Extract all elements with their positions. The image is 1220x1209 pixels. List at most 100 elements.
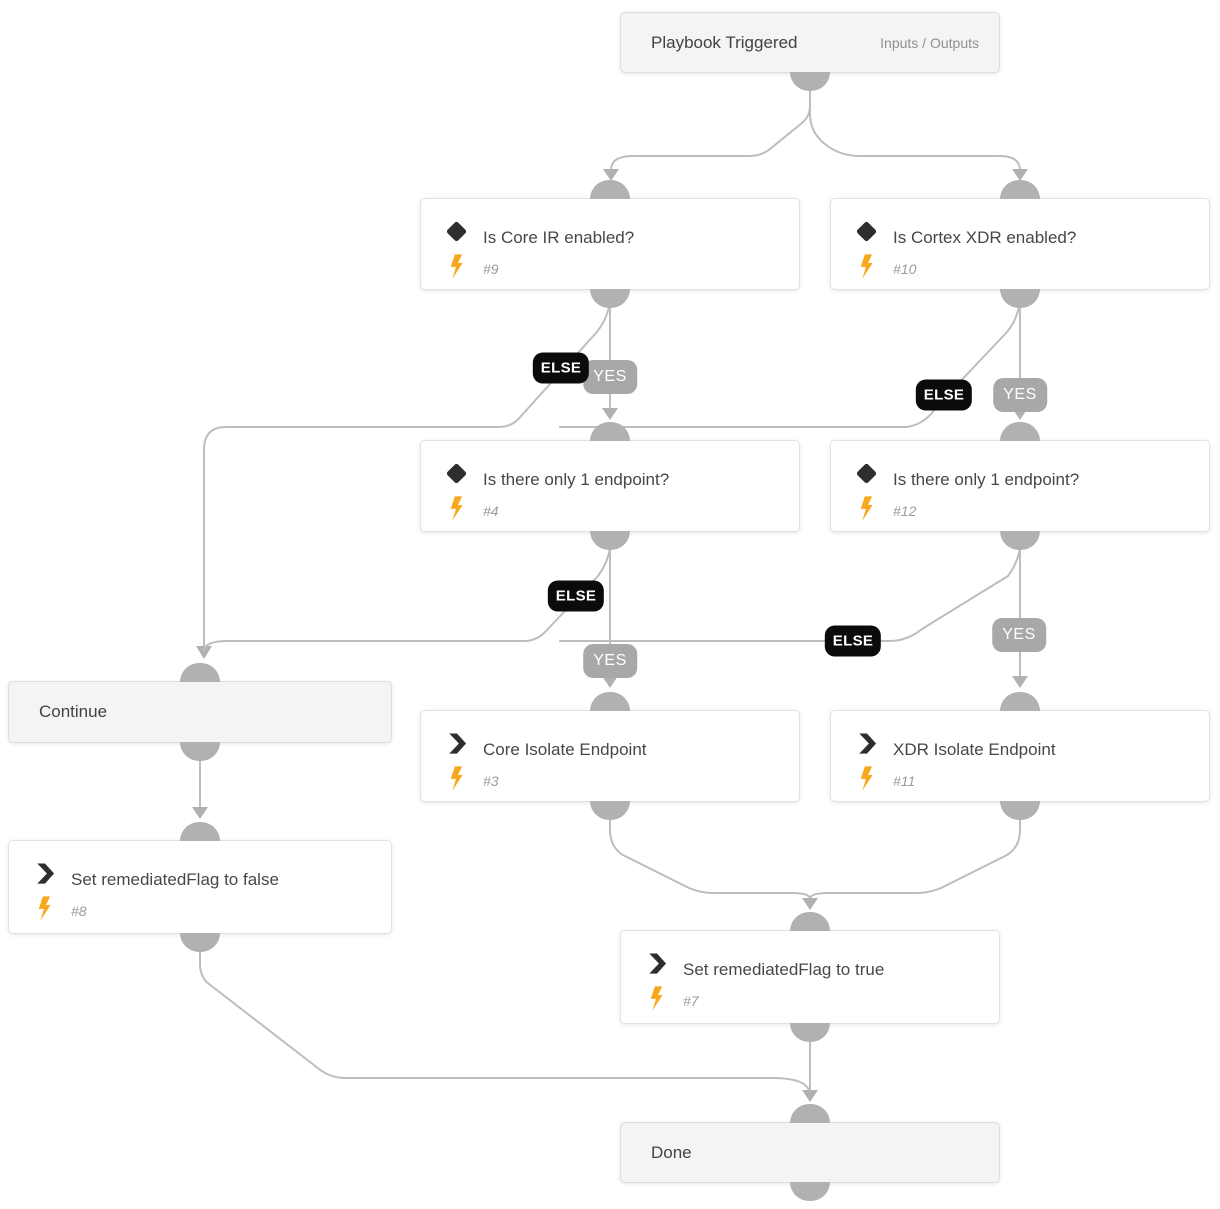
bottom-connector-port[interactable] [180,933,220,952]
bottom-connector-port[interactable] [1000,289,1040,308]
node-title: Is there only 1 endpoint? [483,470,670,489]
node-xdr-isolate-endpoint[interactable]: XDR Isolate Endpoint #11 [830,692,1210,820]
edge [809,816,1021,900]
condition-diamond-icon [446,463,467,484]
bottom-connector-port[interactable] [1000,531,1040,550]
automation-bolt-holder [860,496,873,521]
arrowhead [802,1090,818,1102]
automation-bolt-holder [450,496,463,521]
top-connector-port[interactable] [790,1104,830,1123]
bottom-connector-port[interactable] [1000,801,1040,820]
node-title: Set remediatedFlag to true [683,960,885,979]
top-connector-port[interactable] [180,822,220,841]
chevron-icon-holder [445,732,468,755]
arrowhead [602,408,618,420]
node-is-there-only-1-endpoint-xdr[interactable]: Is there only 1 endpoint? #12 [830,422,1210,550]
edge-label-yes: YES [992,618,1046,652]
task-chevron-icon [449,733,467,754]
top-connector-port[interactable] [1000,422,1040,441]
task-chevron-icon [37,863,55,884]
lightning-bolt-icon [860,766,873,791]
node-is-cortex-xdr-enabled[interactable]: Is Cortex XDR enabled? #10 [830,180,1210,308]
automation-bolt-holder [38,896,51,921]
bottom-connector-port[interactable] [180,742,220,761]
bottom-connector-port[interactable] [590,801,630,820]
node-set-remediatedflag-to-true[interactable]: Set remediatedFlag to true #7 [620,912,1000,1042]
task-number: #8 [71,903,87,919]
bottom-connector-port[interactable] [790,72,830,91]
task-number: #10 [893,261,917,277]
task-chevron-icon [649,953,667,974]
node-title: Is Cortex XDR enabled? [893,228,1077,247]
edge [609,816,811,900]
chevron-icon-holder [855,732,878,755]
node-title: XDR Isolate Endpoint [893,740,1056,759]
top-connector-port[interactable] [180,663,220,682]
chevron-icon-holder [33,862,56,885]
bottom-connector-port[interactable] [790,1182,830,1201]
edge-label-yes: YES [583,360,637,394]
arrowhead [1012,676,1028,688]
node-title: Done [651,1142,692,1162]
task-number: #3 [483,773,499,789]
diamond-icon-holder [445,462,468,485]
diamond-icon-holder [855,462,878,485]
arrowhead [192,807,208,819]
task-chevron-icon [859,733,877,754]
task-number: #7 [683,993,699,1009]
node-playbook-triggered[interactable]: Playbook Triggered Inputs / Outputs [620,12,1000,91]
top-connector-port[interactable] [590,422,630,441]
task-number: #11 [893,773,916,789]
diamond-icon-holder [855,220,878,243]
inputs-outputs-link[interactable]: Inputs / Outputs [880,34,979,51]
top-connector-port[interactable] [1000,692,1040,711]
top-connector-port[interactable] [790,912,830,931]
node-done[interactable]: Done [620,1104,1000,1201]
bottom-connector-port[interactable] [590,289,630,308]
automation-bolt-holder [860,766,873,791]
node-title: Core Isolate Endpoint [483,740,647,759]
task-number: #12 [893,503,917,519]
top-connector-port[interactable] [590,692,630,711]
edge [610,85,811,171]
bottom-connector-port[interactable] [790,1023,830,1042]
top-connector-port[interactable] [1000,180,1040,199]
lightning-bolt-icon [450,254,463,279]
condition-diamond-icon [446,221,467,242]
node-set-remediatedflag-to-false[interactable]: Set remediatedFlag to false#8 [8,822,392,952]
chevron-icon-holder [645,952,668,975]
node-title: Playbook Triggered [651,32,798,52]
bottom-connector-port[interactable] [590,531,630,550]
condition-diamond-icon [856,221,877,242]
automation-bolt-holder [860,254,873,279]
edge-label-yes: YES [583,644,637,678]
edge-label-else: ELSE [915,379,973,411]
task-number: #4 [483,503,499,519]
arrowhead [802,898,818,910]
node-title: Is Core IR enabled? [483,228,635,247]
node-is-there-only-1-endpoint-core[interactable]: Is there only 1 endpoint? #4 [420,422,800,550]
automation-bolt-holder [450,254,463,279]
node-title: Continue [39,702,108,721]
node-title: Is there only 1 endpoint? [893,470,1080,489]
edge [809,85,1021,171]
diamond-icon-holder [445,220,468,243]
automation-bolt-holder [450,766,463,791]
arrowhead [196,646,212,659]
edge-label-else: ELSE [547,580,605,612]
lightning-bolt-icon [38,896,51,921]
task-number: #9 [483,261,499,277]
node-core-isolate-endpoint[interactable]: Core Isolate Endpoint #3 [420,692,800,820]
node-is-core-ir-enabled[interactable]: Is Core IR enabled? #9 [420,180,800,308]
edge [559,548,1021,642]
lightning-bolt-icon [450,496,463,521]
edge-label-yes: YES [993,378,1047,412]
node-continue[interactable]: Continue [8,663,392,761]
top-connector-port[interactable] [590,180,630,199]
edge-label-else: ELSE [824,625,882,657]
lightning-bolt-icon [450,766,463,791]
lightning-bolt-icon [650,986,663,1011]
condition-diamond-icon [856,463,877,484]
lightning-bolt-icon [860,496,873,521]
